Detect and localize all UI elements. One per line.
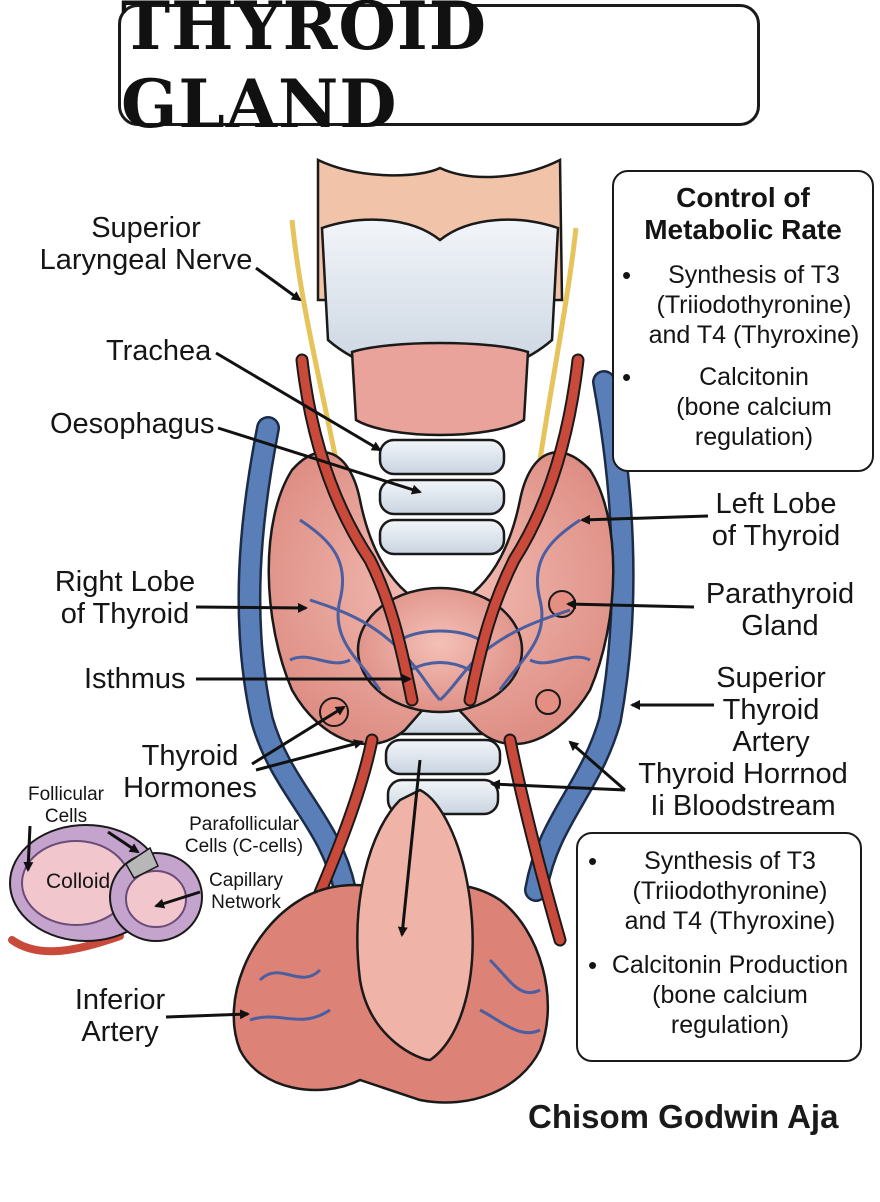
metabolic-rate-heading: Control of Metabolic Rate: [644, 182, 842, 245]
label-parathyroid-gland: Parathyroid Gland: [705, 578, 855, 642]
hormone-synthesis-box: Synthesis of T3 (Triiodothyronine) and T…: [576, 832, 862, 1062]
label-thyroid-hormones: Thyroid Hormones: [123, 740, 257, 804]
list-item: Calcitonin (bone calcium regulation): [622, 362, 864, 452]
title-box: THYROID GLAND: [118, 0, 760, 143]
label-colloid: Colloid: [46, 870, 111, 893]
page-title: THYROID GLAND: [121, 0, 488, 143]
larynx: [316, 157, 564, 437]
label-oesophagus: Oesophagus: [50, 408, 215, 440]
list-item: Calcitonin Production (bone calcium regu…: [588, 950, 850, 1040]
hormone-synthesis-list: Synthesis of T3 (Triiodothyronine) and T…: [588, 846, 850, 1040]
lower-vessel-body: [232, 788, 550, 1104]
list-item: Synthesis of T3 (Triiodothyronine) and T…: [588, 846, 850, 936]
author-credit: Chisom Godwin Aja: [528, 1098, 839, 1135]
label-superior-thyroid-artery: Superior Thyroid Artery: [716, 662, 826, 758]
label-superior-laryngeal-nerve: Superior Laryngeal Nerve: [39, 212, 253, 276]
metabolic-rate-box: Control of Metabolic Rate Synthesis of T…: [612, 170, 874, 472]
metabolic-rate-list: Synthesis of T3 (Triiodothyronine) and T…: [622, 260, 864, 452]
label-right-lobe: Right Lobe of Thyroid: [54, 566, 196, 630]
label-isthmus: Isthmus: [84, 663, 186, 695]
list-item: Synthesis of T3 (Triiodothyronine) and T…: [622, 260, 864, 350]
label-capillary-network: Capillary Network: [209, 870, 283, 913]
label-trachea: Trachea: [106, 335, 212, 367]
label-follicular-cells: Follicular Cells: [27, 784, 105, 827]
label-left-lobe: Left Lobe of Thyroid: [711, 488, 841, 552]
follicle-inset: [8, 824, 203, 956]
pointer-lines: [23, 266, 714, 1020]
label-inferior-artery: Inferior Artery: [74, 984, 166, 1048]
label-parafollicular-cells: Parafollicular Cells (C-cells): [184, 814, 304, 857]
lower-vessel-network: [249, 958, 541, 1035]
label-thyroid-hormone-bloodstream: Thyroid Horrnod Ii Bloodstream: [638, 758, 848, 822]
trachea: [378, 438, 506, 816]
